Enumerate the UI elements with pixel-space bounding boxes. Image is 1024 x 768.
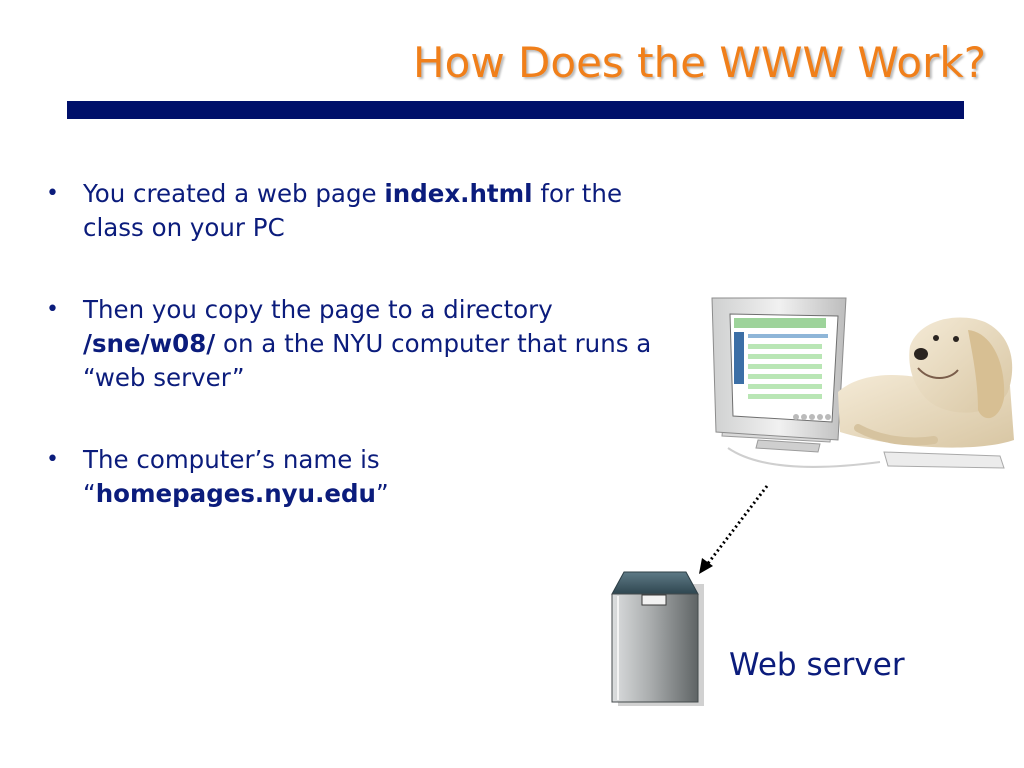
bullet-marker: • xyxy=(46,447,59,472)
bullet-item: • The computer’s name is “homepages.nyu.… xyxy=(44,443,684,511)
bullet-marker: • xyxy=(46,297,59,322)
desktop-computer-icon xyxy=(711,297,1005,469)
bullet-item: • Then you copy the page to a directory … xyxy=(44,293,684,395)
server-tower-icon xyxy=(611,571,704,706)
bullet-text: on a the NYU computer that runs a “web s… xyxy=(83,329,652,392)
bullet-item: • You created a web page index.html for … xyxy=(44,177,684,245)
bullet-text: You created a web page xyxy=(83,179,385,208)
bullet-list: • You created a web page index.html for … xyxy=(44,177,684,559)
bullet-marker: • xyxy=(46,181,59,206)
slide-title: How Does the WWW Work? xyxy=(413,38,986,87)
bullet-text: The computer’s name is “ xyxy=(83,445,380,508)
bullet-directory: /sne/w08/ xyxy=(83,329,216,358)
bullet-text: ” xyxy=(376,479,389,508)
title-underline-bar xyxy=(67,101,964,119)
web-server-label: Web server xyxy=(729,647,905,683)
dog-icon xyxy=(838,317,1014,448)
bullet-text: for the class on your PC xyxy=(83,179,623,242)
bullet-hostname: homepages.nyu.edu xyxy=(95,479,376,508)
bullet-filename: index.html xyxy=(384,179,533,208)
bullet-text: Then you copy the page to a directory xyxy=(83,295,553,324)
dotted-arrow xyxy=(699,485,769,574)
